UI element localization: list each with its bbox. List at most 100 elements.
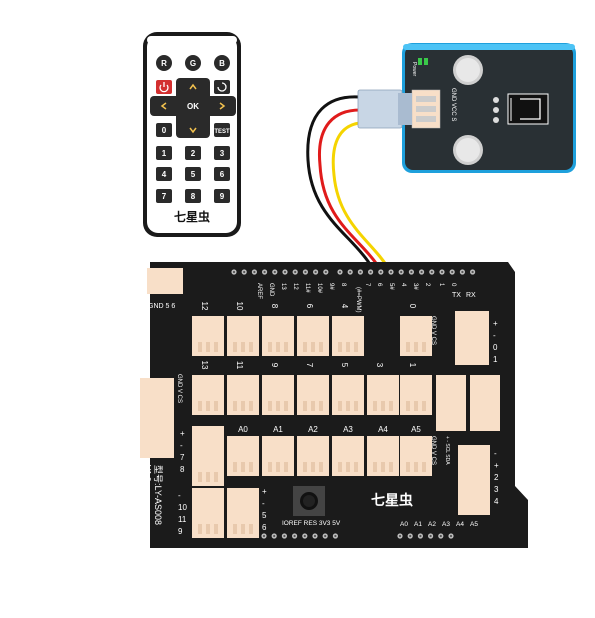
sensor-connector[interactable]: 4 [332, 304, 364, 356]
pin-group-label: 1 [493, 355, 498, 364]
pin-group-label: 5 [262, 511, 267, 520]
remote-button-6-label: 6 [220, 170, 225, 179]
remote-button-9[interactable]: 9 [214, 189, 230, 203]
reset-button[interactable] [293, 486, 325, 516]
connector-label: 0 [408, 304, 417, 309]
sensor-connector[interactable]: 10 [227, 302, 259, 356]
remote-button-1[interactable]: 1 [156, 146, 172, 160]
power-header-label: IOREF RES 3V3 5V [282, 520, 341, 527]
sensor-connector[interactable]: 1 [400, 363, 432, 415]
pin-group-label: + [180, 429, 185, 438]
right-arrow-button[interactable] [214, 99, 230, 113]
remote-button-7[interactable]: 7 [156, 189, 172, 203]
header-label: 5# [388, 283, 394, 290]
pin-group-label: - [262, 499, 265, 508]
header-label: 13 [280, 283, 286, 290]
remote-button-test[interactable]: TEST [214, 123, 230, 137]
sensor-connector[interactable]: A3 [332, 425, 364, 476]
remote-button-g-label: G [190, 59, 196, 68]
sensor-connector[interactable]: A0 [227, 425, 259, 476]
sensor-connector[interactable]: A4 [367, 425, 399, 476]
pin-group-label: 2 [494, 473, 499, 482]
sensor-connector[interactable] [192, 488, 224, 538]
remote-button-5[interactable]: 5 [185, 167, 201, 181]
pin-group-label: + [494, 461, 499, 470]
remote-button-1-label: 1 [162, 149, 167, 158]
wire-connector-plug [357, 89, 412, 129]
ir-remote: R G B OK 0 TEST 1 2 3 4 5 6 7 8 9 七星虫 [143, 32, 241, 237]
gnd-v-cs-label-right2: GND V CS [430, 436, 436, 465]
repeat-button[interactable] [214, 80, 230, 94]
sensor-connector[interactable] [227, 488, 259, 538]
header-label: 11# [304, 283, 310, 293]
ir-receiver-module: Power GND VCC S [402, 43, 576, 173]
header-label: 4 [400, 283, 406, 287]
remote-button-5-label: 5 [191, 170, 196, 179]
pin-group-label: 11 [178, 515, 187, 524]
pin-group-label: - [180, 441, 183, 450]
shield-brand-logo: 七星虫 [371, 492, 413, 508]
pin-group-label: 6 [262, 523, 267, 532]
analog-pin-label: A3 [442, 521, 450, 528]
remote-button-4[interactable]: 4 [156, 167, 172, 181]
connector-label: 3 [375, 363, 384, 368]
connector-label: A4 [378, 425, 388, 434]
sensor-connector[interactable]: 3 [367, 363, 399, 415]
remote-button-2[interactable]: 2 [185, 146, 201, 160]
right-arrow-icon [219, 102, 226, 110]
pin-group-label: 3 [494, 485, 499, 494]
remote-button-ok[interactable]: OK [185, 99, 201, 113]
pin-group-label: 4 [494, 497, 499, 506]
analog-pin-label: A2 [428, 521, 436, 528]
connector-label: 1 [408, 363, 417, 368]
pin-group-label: 9 [178, 527, 183, 536]
connector-label: 10 [235, 302, 244, 311]
sensor-connector[interactable]: A5 [400, 425, 432, 476]
sensor-connector[interactable]: 7 [297, 363, 329, 415]
remote-button-7-label: 7 [162, 192, 167, 201]
analog-pin-label: A1 [414, 521, 422, 528]
remote-button-2-label: 2 [191, 149, 196, 158]
header-label: 0 [450, 283, 456, 287]
remote-button-b-label: B [219, 59, 225, 68]
sensor-connector[interactable]: 11 [227, 361, 259, 415]
pin-group-label: - [178, 491, 181, 500]
power-icon [159, 82, 169, 93]
header-label: 7 [364, 283, 370, 287]
remote-button-g[interactable]: G [185, 55, 201, 71]
up-arrow-button[interactable] [185, 80, 201, 94]
connector-label: 8 [270, 304, 279, 309]
remote-button-3[interactable]: 3 [214, 146, 230, 160]
down-arrow-button[interactable] [185, 123, 201, 137]
sensor-connector[interactable]: 5 [332, 363, 364, 415]
sensor-connector[interactable]: 8 [262, 304, 294, 356]
connector-label: 4 [340, 304, 349, 309]
gnd-v-cs-label-right: GND V CS [430, 316, 436, 345]
remote-button-6[interactable]: 6 [214, 167, 230, 181]
remote-button-b[interactable]: B [214, 55, 230, 71]
remote-button-9-label: 9 [220, 192, 225, 201]
sensor-connector[interactable]: 13 [192, 361, 224, 415]
sensor-connector[interactable]: 12 [192, 302, 224, 356]
sensor-connector[interactable]: 0 [400, 304, 432, 356]
connector-label: A3 [343, 425, 353, 434]
remote-button-r-label: R [161, 59, 167, 68]
sensor-connector[interactable]: 9 [262, 363, 294, 415]
sensor-connector[interactable]: A2 [297, 425, 329, 476]
remote-button-test-label: TEST [214, 129, 230, 135]
sensor-connector[interactable] [192, 426, 224, 486]
remote-button-8[interactable]: 8 [185, 189, 201, 203]
connector-label: 13 [200, 361, 209, 370]
header-label: AREF [256, 283, 262, 299]
pwm-note: (#=PWM) [355, 287, 361, 313]
remote-button-0[interactable]: 0 [156, 123, 172, 137]
remote-brand-logo: 七星虫 [174, 209, 210, 224]
sensor-connector[interactable]: A1 [262, 425, 294, 476]
pin-group-label: 0 [493, 343, 498, 352]
power-button[interactable] [156, 80, 172, 94]
sensor-connector[interactable]: 6 [297, 304, 329, 356]
remote-button-r[interactable]: R [156, 55, 172, 71]
power-label: Power [411, 62, 417, 77]
pin-labels: GND VCC S [450, 88, 456, 121]
left-arrow-button[interactable] [156, 99, 172, 113]
